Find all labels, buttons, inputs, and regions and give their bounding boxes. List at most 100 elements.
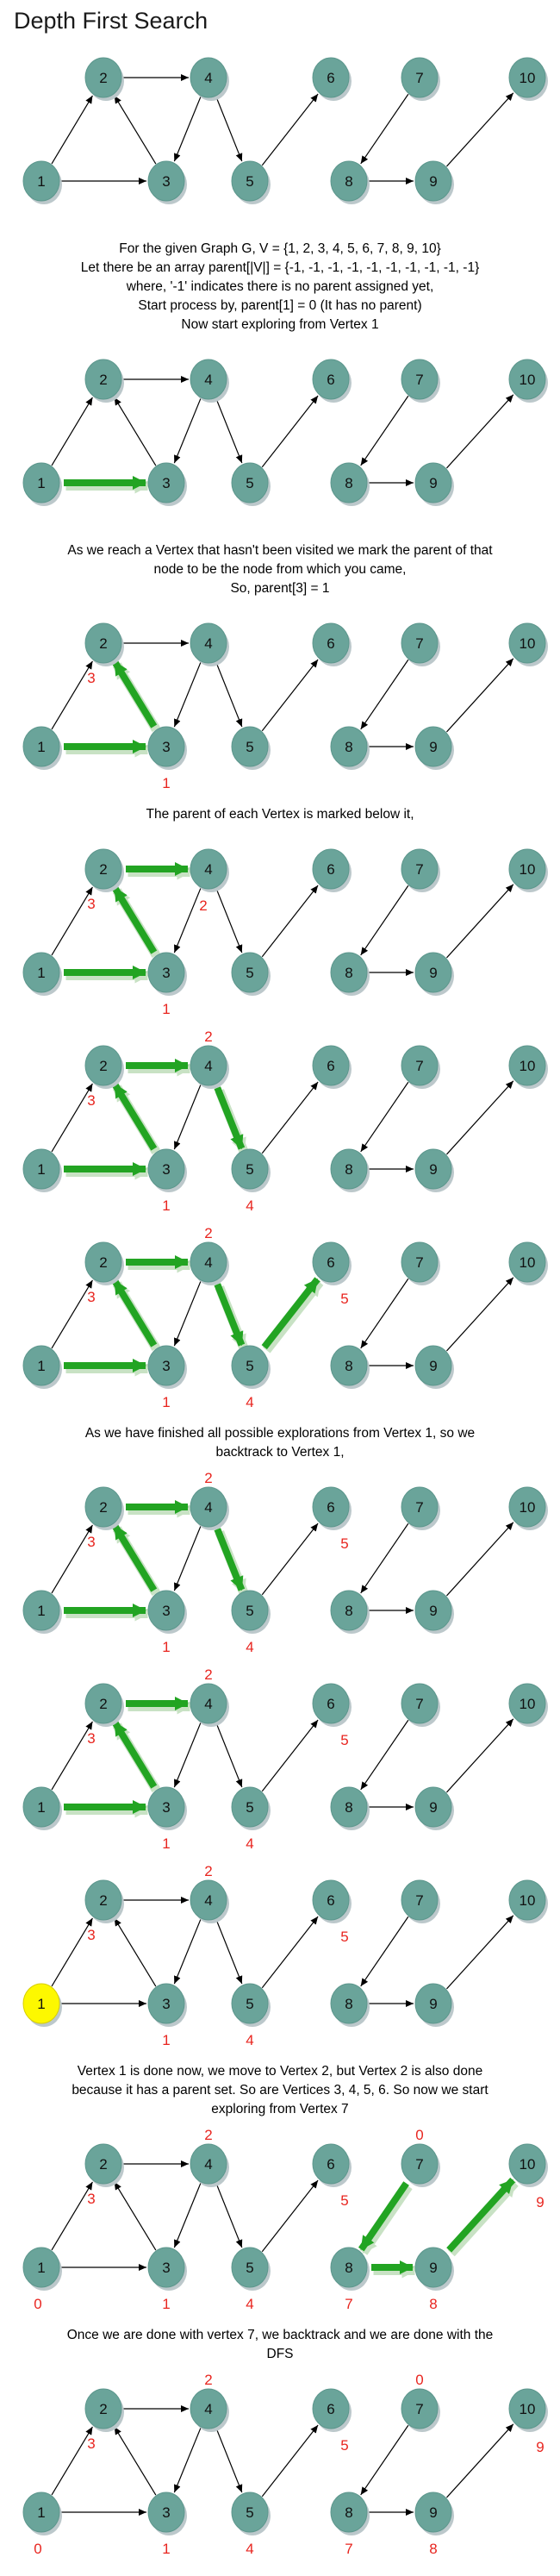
graph-node-8: 8 [330,1590,370,1634]
graph-node-5: 5 [231,1148,271,1192]
graph-node-8: 8 [330,1786,370,1830]
node-label: 2 [99,861,107,878]
parent-label-5: 4 [246,1197,253,1214]
node-label: 8 [345,1603,352,1619]
node-label: 4 [204,861,212,878]
graph-node-5: 5 [231,2247,271,2291]
node-label: 10 [520,70,536,86]
edge-5-6 [261,395,319,468]
node-circle [401,1683,439,1724]
edge-9-10 [446,92,514,167]
node-label: 7 [415,635,423,652]
graph-node-6: 6 [312,622,352,666]
graph-node-6: 6 [312,359,352,403]
node-label: 8 [345,965,352,981]
node-label: 6 [327,2401,334,2417]
graph-node-7: 7 [401,1683,440,1727]
node-label: 4 [204,1892,212,1909]
node-circle [401,1045,439,1086]
node-label: 5 [246,1358,253,1374]
node-circle [147,1786,185,1828]
graph-node-3: 3 [147,726,187,770]
graph-node-9: 9 [414,1345,454,1389]
graph-node-4: 4 [190,1683,229,1727]
green-arrow-shadow-7-8 [359,2183,413,2255]
graph-node-3: 3 [147,1148,187,1192]
edge-7-8 [360,885,409,956]
node-circle [414,952,452,993]
parent-label-8: 7 [345,2541,352,2557]
graph-node-10: 10 [508,1879,548,1923]
green-arrow-4-5 [214,1528,246,1591]
graph-node-4: 4 [190,359,229,403]
node-label: 10 [520,2401,536,2417]
node-label: 7 [415,1058,423,1074]
node-circle [231,1983,269,2024]
graph-node-3: 3 [147,1786,187,1830]
graph-node-4: 4 [190,1879,229,1923]
node-circle [312,1241,350,1283]
edge-5-6 [261,659,319,732]
node-circle [330,1786,368,1828]
edge-4-3 [173,661,202,728]
node-circle [508,1241,546,1283]
node-label: 5 [246,1603,253,1619]
edge-4-5 [215,2182,243,2248]
graph-node-10: 10 [508,57,548,101]
node-circle [414,2492,452,2533]
node-label: 5 [246,965,253,981]
edge-1-2 [51,1721,93,1791]
graph-node-1: 1 [22,1148,62,1192]
node-label: 7 [415,2156,423,2173]
node-label: 10 [520,1058,536,1074]
node-circle [312,848,350,890]
node-label: 5 [246,739,253,755]
node-circle [231,1786,269,1828]
graph-node-9: 9 [414,726,454,770]
parent-label-6: 5 [340,1291,348,1307]
graph-node-5: 5 [231,2492,271,2535]
node-circle [330,726,368,767]
node-label: 1 [37,2504,45,2521]
node-circle [330,462,368,503]
node-label: 2 [99,635,107,652]
edge-9-10 [446,1080,514,1155]
parent-label-7: 0 [415,2127,423,2143]
edge-9-10 [446,1277,514,1352]
node-label: 1 [37,739,45,755]
node-circle [508,1486,546,1528]
edge-9-10 [446,884,514,959]
graph-node-9: 9 [414,160,454,204]
node-label: 8 [345,739,352,755]
node-circle [401,1486,439,1528]
node-label: 7 [415,2401,423,2417]
node-circle [312,622,350,664]
edge-1-2 [51,660,93,730]
edge-7-8 [360,2424,409,2496]
node-circle [147,726,185,767]
edge-7-8 [360,1916,409,1987]
edge-7-8 [360,1719,409,1791]
node-circle [312,359,350,400]
edge-5-6 [261,1719,319,1792]
parent-label-1: 0 [34,2296,41,2312]
node-circle [147,160,185,202]
node-label: 4 [204,1058,212,1074]
edge-1-2 [51,95,93,165]
node-circle [22,1786,60,1828]
graph-node-6: 6 [312,1045,352,1089]
edge-4-3 [173,1722,202,1788]
graph-node-1: 1 [22,1345,62,1389]
green-arrow-shadow-5-6 [262,1279,324,1354]
parent-label-2: 3 [87,670,95,686]
graph-node-9: 9 [414,1786,454,1830]
edge-7-8 [360,1278,409,1349]
caption-1: As we reach a Vertex that hasn't been vi… [67,543,493,596]
graph-node-4: 4 [190,1045,229,1089]
node-circle [312,2388,350,2429]
graph-node-2: 2 [84,2388,124,2432]
graph-node-1: 1 [22,726,62,770]
